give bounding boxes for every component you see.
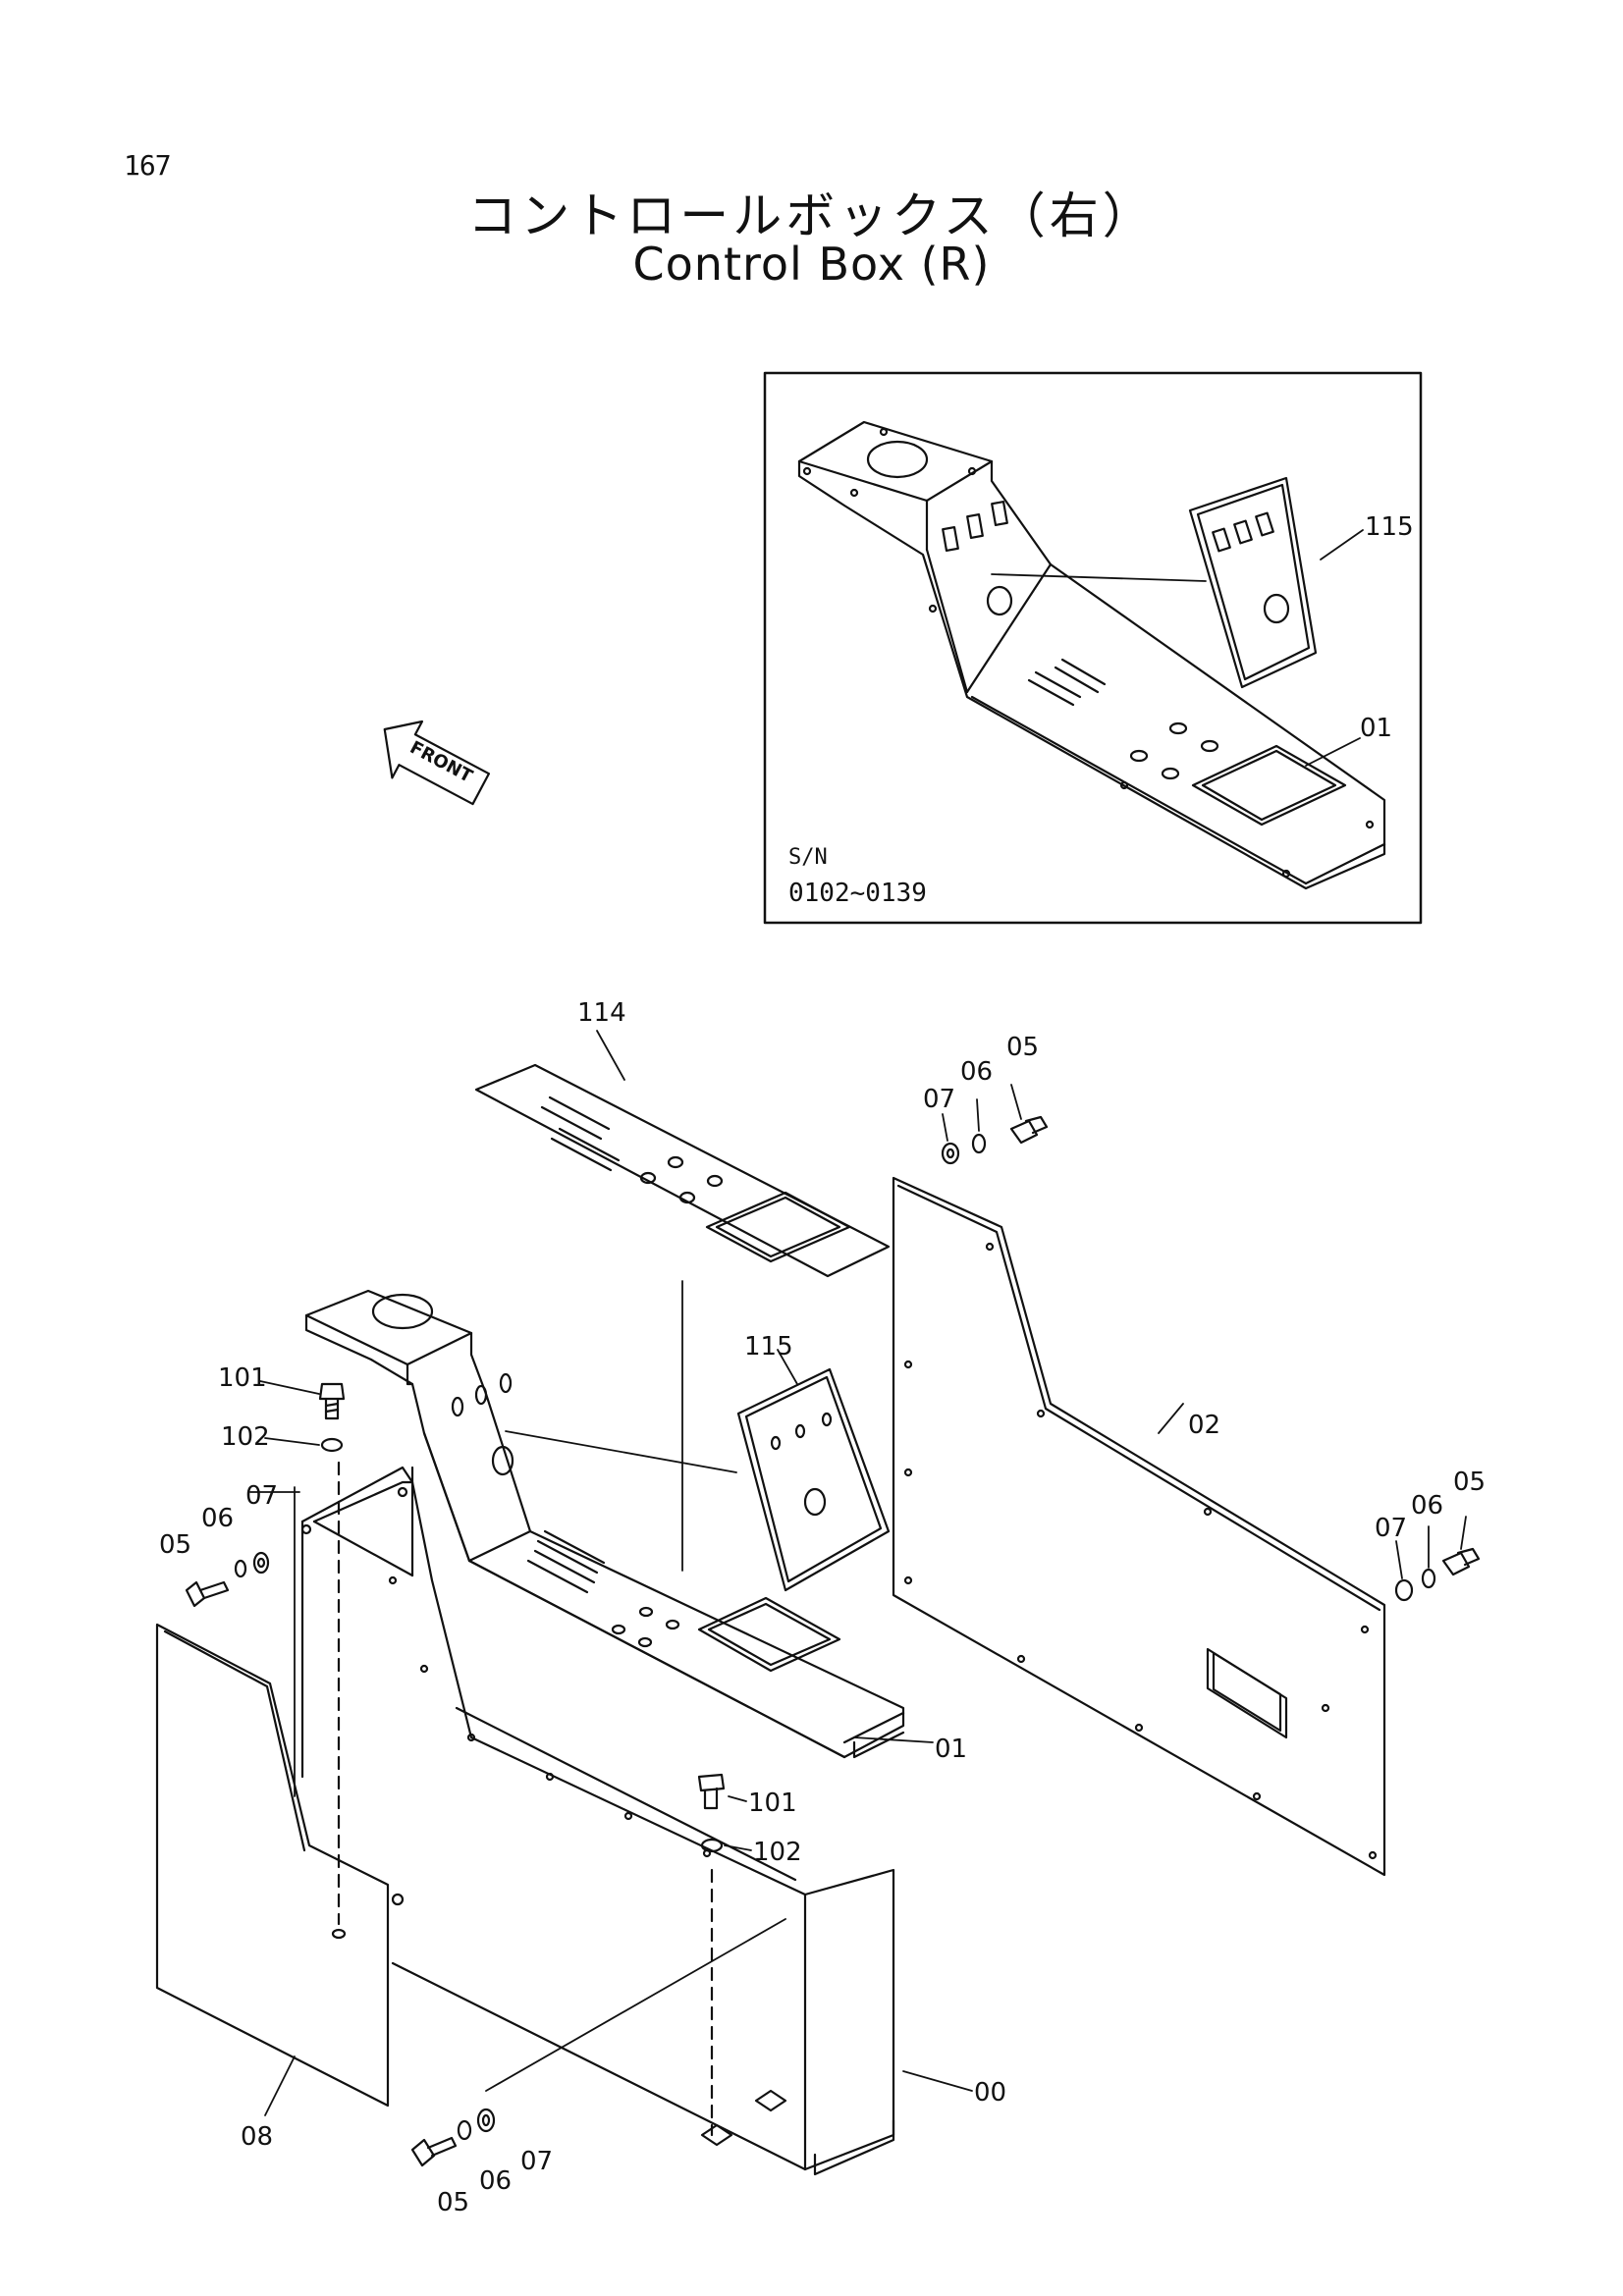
part-01-bracket [304, 1289, 905, 1759]
part-08-side-panel [155, 1623, 405, 2108]
callout-06-right: 06 [1411, 1491, 1443, 1521]
callout-07-right: 07 [1375, 1514, 1407, 1543]
part-00-box [300, 1466, 895, 2176]
callout-07-left: 07 [245, 1481, 278, 1511]
callout-102-mid: 102 [753, 1838, 802, 1867]
bolt-05-left [185, 1580, 230, 1608]
inset-callout-115: 115 [1365, 512, 1414, 542]
part-114-plate [474, 1063, 891, 1278]
callout-08: 08 [241, 2122, 273, 2152]
callout-01: 01 [935, 1735, 967, 1764]
callout-06-top: 06 [960, 1057, 993, 1087]
callout-101-top: 101 [218, 1363, 267, 1393]
title-english: Control Box (R) [632, 238, 991, 291]
callout-05-right: 05 [1453, 1468, 1486, 1497]
callout-06-left: 06 [201, 1504, 234, 1533]
title-japanese: コントロールボックス（右） [467, 187, 1156, 244]
callout-114: 114 [577, 998, 626, 1028]
bolt-05-bottom [410, 2136, 458, 2167]
part-02-side-panel [892, 1176, 1386, 1877]
callout-115: 115 [744, 1332, 793, 1362]
callout-05-left: 05 [159, 1530, 191, 1560]
front-arrow [383, 720, 491, 806]
inset-panel-part [1188, 476, 1318, 689]
inset-bracket-part [797, 420, 1386, 890]
inset-sn-label: S/N [788, 845, 828, 870]
inset-sn-range: 0102~0139 [788, 879, 927, 908]
callout-101-mid: 101 [748, 1789, 797, 1818]
page-number: 167 [124, 149, 172, 182]
inset-callout-01: 01 [1360, 714, 1392, 743]
bolt-05-top-right [1009, 1115, 1049, 1145]
callout-05-bottom: 05 [437, 2188, 469, 2217]
washer-102-top [320, 1437, 344, 1453]
callout-02: 02 [1188, 1411, 1220, 1440]
callout-05-top: 05 [1006, 1033, 1039, 1062]
callout-07-bottom: 07 [520, 2147, 553, 2176]
bolt-101-top [318, 1382, 346, 1420]
bolt-05-right [1441, 1547, 1481, 1576]
callout-102-top: 102 [221, 1422, 270, 1452]
callout-06-bottom: 06 [479, 2166, 512, 2196]
part-115-panel [736, 1367, 891, 1592]
callout-07-top: 07 [923, 1085, 955, 1114]
inset-frame [763, 371, 1423, 925]
bolt-101-mid [697, 1773, 726, 1810]
callout-00: 00 [974, 2078, 1006, 2108]
